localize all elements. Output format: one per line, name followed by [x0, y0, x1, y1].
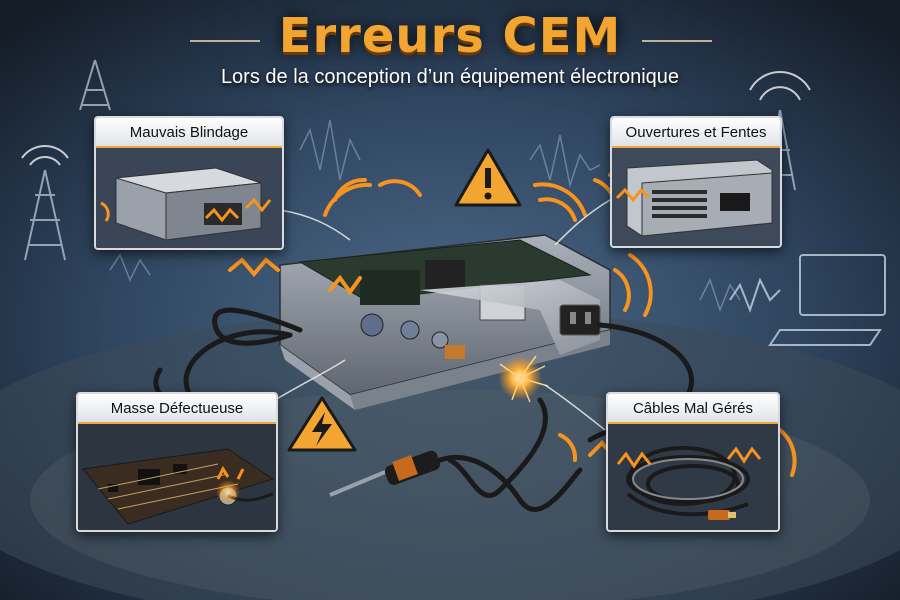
probe	[329, 450, 441, 497]
openings-illustration	[612, 148, 780, 246]
panel-label-ground: Masse Défectueuse	[78, 394, 276, 424]
panel-shielding: Mauvais Blindage	[94, 116, 284, 250]
panel-cables: Câbles Mal Gérés	[606, 392, 780, 532]
shielding-illustration	[96, 148, 282, 248]
background-waves	[109, 119, 741, 313]
computer-icon	[729, 254, 886, 346]
connector-icon	[708, 510, 736, 520]
ground-illustration	[78, 424, 276, 530]
page-title: Erreurs CEM	[278, 8, 622, 64]
panel-label-openings: Ouvertures et Fentes	[612, 118, 780, 148]
cables-illustration	[608, 424, 778, 530]
panel-label-shielding: Mauvais Blindage	[96, 118, 282, 148]
spark	[498, 355, 549, 403]
panel-openings: Ouvertures et Fentes	[610, 116, 782, 248]
title-rule-left	[190, 40, 260, 42]
main-device	[279, 234, 611, 410]
radio-tower-icon	[21, 59, 111, 261]
lightning-warning-icon	[287, 396, 357, 452]
panel-ground: Masse Défectueuse	[76, 392, 278, 532]
panel-label-cables: Câbles Mal Gérés	[608, 394, 778, 424]
title-rule-right	[642, 40, 712, 42]
page-subtitle: Lors de la conception d’un équipement él…	[220, 66, 680, 88]
warning-icon	[454, 148, 522, 207]
